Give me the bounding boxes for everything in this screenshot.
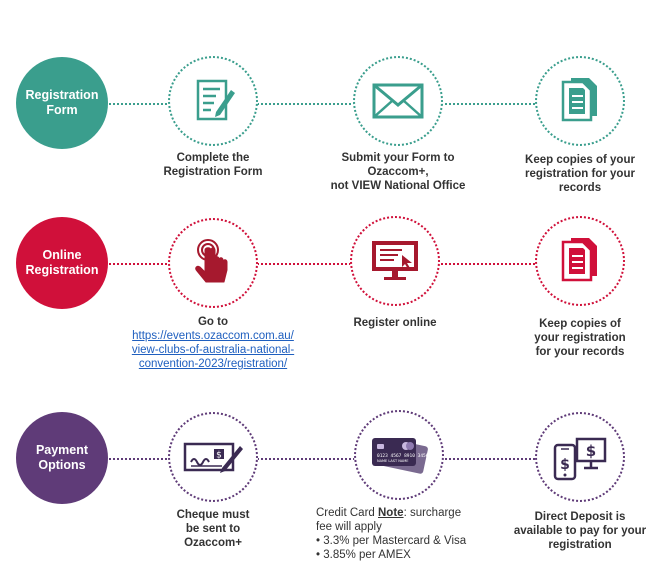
touch-hand-icon [195,239,228,283]
step-register-online-ring [350,216,440,306]
step-complete-form-ring [168,56,258,146]
step-credit-card-ring: 0123 4567 8910 3456 NAME LAST NAME [354,410,444,500]
row1-connector [62,103,622,105]
devices-dollar-icon: $ $ [553,437,607,481]
step-complete-form-caption: Complete the Registration Form [163,152,263,178]
svg-text:$: $ [560,457,570,473]
row3-connector [62,458,622,460]
step-submit-form-ring [353,56,443,146]
step-register-online-caption: Register online [353,317,437,329]
step-keep-copies-online-ring [535,216,625,306]
step-keep-copies-ring [535,56,625,146]
registration-form-icon [196,79,235,121]
documents-icon [561,78,597,122]
step-submit-form-caption: Submit your Form to Ozaccom+, not VIEW N… [330,152,466,192]
surcharge-bullet: 3.85% per AMEX [316,548,494,562]
svg-text:NAME LAST NAME: NAME LAST NAME [377,459,409,463]
surcharge-bullet: 3.3% per Mastercard & Visa [316,534,494,548]
step-cheque-ring: $ [168,412,258,502]
step-go-to-ring [168,218,258,308]
step-cheque-caption: Cheque must be sent to Ozaccom+ [176,509,250,549]
cheque-icon: $ [183,442,243,473]
step-keep-copies-online-caption: Keep copies of your registration for you… [534,318,626,358]
svg-text:$: $ [586,442,596,460]
row2-connector [62,263,622,265]
envelope-icon [372,83,424,119]
svg-text:$: $ [216,451,222,461]
step-keep-copies-caption: Keep copies of your registration for you… [525,154,635,194]
registration-link[interactable]: https://events.ozaccom.com.au/ view-club… [131,330,295,370]
step-direct-deposit-ring: $ $ [535,412,625,502]
svg-text:0123 4567 8910 3456: 0123 4567 8910 3456 [377,453,429,459]
step-go-to-caption: Go to https://events.ozaccom.com.au/ vie… [118,315,308,371]
step-credit-card-caption: Credit Card Note: surcharge fee will app… [316,506,494,562]
step-direct-deposit-caption: Direct Deposit is available to pay for y… [513,511,647,551]
credit-card-icon: 0123 4567 8910 3456 NAME LAST NAME [372,438,429,474]
documents-icon [561,238,597,282]
monitor-icon [372,241,418,280]
